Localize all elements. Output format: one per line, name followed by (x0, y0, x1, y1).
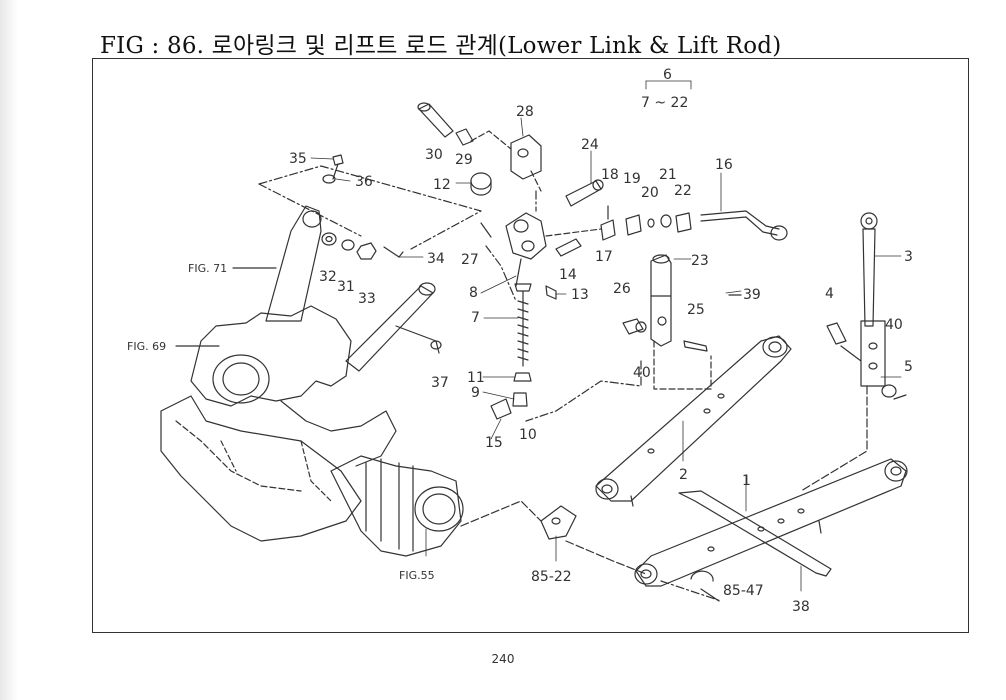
adjust-screw-7 (490, 283, 532, 420)
bracket-85-22 (460, 500, 647, 575)
callout-22: 22 (674, 183, 692, 199)
page-title: FIG : 86. 로아링크 및 리프트 로드 관계(Lower Link & … (100, 33, 782, 59)
parts-diagram: 6 7 ~ 22 28 30 29 24 35 36 12 18 19 20 2… (127, 67, 913, 615)
callout-30: 30 (425, 147, 443, 163)
callout-3: 3 (904, 249, 913, 265)
callout-85-22: 85-22 (531, 569, 572, 585)
callout-11: 11 (467, 370, 485, 386)
callout-5: 5 (904, 359, 913, 375)
callout-34: 34 (427, 251, 445, 267)
callout-17: 17 (595, 249, 613, 265)
callout-9: 9 (471, 385, 480, 401)
leader-lines (310, 80, 902, 592)
block-28 (510, 134, 542, 192)
callout-21: 21 (659, 167, 677, 183)
callout-38: 38 (792, 599, 810, 615)
callout-7: 7 (471, 310, 480, 326)
callout-fig55: FIG.55 (399, 569, 435, 582)
callout-fig69: FIG. 69 (127, 340, 166, 353)
pin-24 (565, 179, 604, 207)
callout-7-22: 7 ~ 22 (641, 95, 688, 111)
callout-39: 39 (743, 287, 761, 303)
callout-18: 18 (601, 167, 619, 183)
bolt-35 (322, 154, 344, 184)
callout-13: 13 (571, 287, 589, 303)
pin-85-47 (690, 570, 720, 602)
fork-23 (622, 254, 742, 390)
assembly-outline (258, 165, 482, 250)
callout-33: 33 (358, 291, 376, 307)
assembly-lines (485, 190, 722, 602)
cap-12 (470, 172, 492, 196)
callout-24: 24 (581, 137, 599, 153)
callout-35: 35 (289, 151, 307, 167)
pin-30-29 (417, 102, 512, 150)
lever-handle-16 (700, 210, 788, 241)
callout-4: 4 (825, 286, 834, 302)
callout-28: 28 (516, 104, 534, 120)
callout-14: 14 (559, 267, 577, 283)
callout-25: 25 (687, 302, 705, 318)
scan-margin-shadow (0, 0, 18, 700)
callout-2: 2 (679, 467, 688, 483)
fig71-arm (232, 205, 322, 322)
callout-10: 10 (519, 427, 537, 443)
callout-31: 31 (337, 279, 355, 295)
callout-32: 32 (319, 269, 337, 285)
lift-rod-3 (800, 212, 907, 492)
callout-15: 15 (485, 435, 503, 451)
callout-40-upper: 40 (885, 317, 903, 333)
callout-12: 12 (433, 177, 451, 193)
callout-27: 27 (461, 252, 479, 268)
lever-bracket-8 (480, 212, 582, 300)
washers-32-31-33 (321, 232, 404, 260)
transmission-housing (160, 305, 464, 557)
callout-fig71: FIG. 71 (188, 262, 227, 275)
callout-6: 6 (663, 67, 672, 83)
callout-19: 19 (623, 171, 641, 187)
diagram-frame: 6 7 ~ 22 28 30 29 24 35 36 12 18 19 20 2… (92, 58, 969, 633)
callout-1: 1 (742, 473, 751, 489)
callout-40-lower: 40 (633, 365, 651, 381)
check-strap-38 (678, 490, 832, 577)
callout-37: 37 (431, 375, 449, 391)
callout-23: 23 (691, 253, 709, 269)
callout-20: 20 (641, 185, 659, 201)
callout-36: 36 (355, 174, 373, 190)
series-17-22 (545, 205, 692, 241)
callout-85-47: 85-47 (723, 583, 764, 599)
page-number: 240 (491, 652, 515, 666)
lower-link-1 (634, 458, 908, 587)
callout-29: 29 (455, 152, 473, 168)
callout-16: 16 (715, 157, 733, 173)
fig69-shaft (175, 282, 442, 372)
callout-26: 26 (613, 281, 631, 297)
callout-8: 8 (469, 285, 478, 301)
lower-link-2 (595, 335, 792, 507)
